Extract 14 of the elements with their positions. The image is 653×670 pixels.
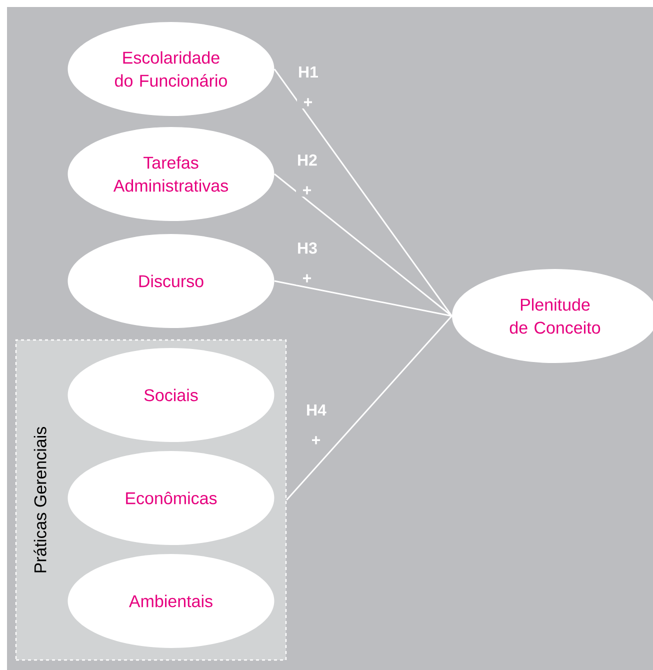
- connector-line: [274, 173, 452, 317]
- ellipse-node: Tarefas Administrativas: [68, 127, 274, 221]
- connector-line: [286, 316, 452, 500]
- connector-line: [274, 280, 452, 317]
- edge-label: H3 +: [296, 241, 318, 285]
- connector-line: [274, 68, 452, 316]
- ellipse-node: Escolaridade do Funcionário: [68, 22, 274, 116]
- ellipse-node: Sociais: [68, 348, 274, 442]
- edge-label: H1 +: [297, 66, 319, 108]
- ellipse-node: Ambientais: [68, 554, 274, 648]
- edge-label: H2 +: [296, 153, 318, 197]
- ellipse-node: Discurso: [68, 234, 274, 328]
- ellipse-node: Econômicas: [68, 451, 274, 545]
- edge-label: H4 +: [305, 404, 327, 446]
